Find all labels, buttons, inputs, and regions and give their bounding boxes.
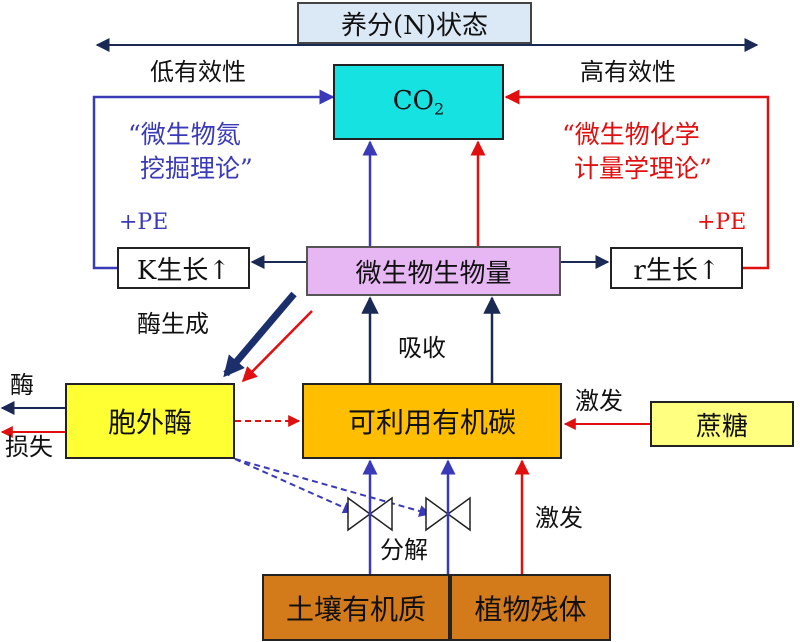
enzyme-production-red-arrow xyxy=(241,310,313,383)
available-organic-carbon-box: 可利用有机碳 xyxy=(302,383,562,459)
k-growth-box: K生长↑ xyxy=(117,247,250,289)
r-growth-to-co2-arrow xyxy=(504,89,770,270)
r-growth-box: r生长↑ xyxy=(610,247,743,289)
soil-organic-matter-text: 土壤有机质 xyxy=(285,592,426,626)
priming-effect-right-label: +PE xyxy=(697,210,747,235)
enzyme-production-navy-arrow xyxy=(223,291,297,378)
stoichiometry-theory-line2: 计量学理论” xyxy=(574,154,712,183)
co2-subscript: 2 xyxy=(433,99,445,119)
litter-priming-label: 激发 xyxy=(535,504,583,532)
k-growth-text: K生长↑ xyxy=(136,255,231,286)
k-growth-to-co2-arrow xyxy=(92,89,335,270)
nutrient-status-text: 养分(N)状态 xyxy=(340,10,489,41)
sucrose-box: 蔗糖 xyxy=(650,401,794,447)
decomposition-label: 分解 xyxy=(380,536,428,564)
enzyme-loss-label-top: 酶 xyxy=(10,371,34,399)
microbial-biomass-text: 微生物生物量 xyxy=(355,258,512,289)
stoichiometry-theory-line1: “微生物化学 xyxy=(562,120,700,149)
nutrient-status-box: 养分(N)状态 xyxy=(297,2,532,44)
enzyme-production-label: 酶生成 xyxy=(137,310,209,338)
low-availability-label: 低有效性 xyxy=(150,58,246,86)
r-growth-text: r生长↑ xyxy=(633,255,720,286)
uptake-label: 吸收 xyxy=(398,334,446,362)
nitrogen-mining-theory-line2: 挖掘理论” xyxy=(140,154,253,183)
valve-icon-left xyxy=(347,496,393,532)
plant-litter-text: 植物残体 xyxy=(474,592,587,626)
enzyme-loss-label-bottom: 损失 xyxy=(5,433,53,461)
enzyme-to-valve-right-dashed-arrow xyxy=(234,458,432,517)
sucrose-text: 蔗糖 xyxy=(695,411,748,442)
available-organic-carbon-text: 可利用有机碳 xyxy=(347,406,516,439)
enzyme-to-valve-left-dashed-arrow xyxy=(234,458,356,514)
priming-effect-left-label: +PE xyxy=(119,210,169,235)
microbial-biomass-box: 微生物生物量 xyxy=(306,246,561,296)
co2-box: CO2 xyxy=(333,64,504,140)
high-availability-label: 高有效性 xyxy=(580,58,676,86)
nitrogen-mining-theory-line1: “微生物氮 xyxy=(128,120,241,149)
soil-organic-matter-box: 土壤有机质 xyxy=(262,574,450,641)
co2-main: CO xyxy=(392,85,434,116)
extracellular-enzyme-text: 胞外酶 xyxy=(107,406,192,439)
sucrose-priming-label: 激发 xyxy=(575,387,623,415)
extracellular-enzyme-box: 胞外酶 xyxy=(65,383,235,459)
plant-litter-box: 植物残体 xyxy=(450,574,611,641)
valve-icon-right xyxy=(425,496,471,532)
co2-text: CO2 xyxy=(393,86,444,119)
